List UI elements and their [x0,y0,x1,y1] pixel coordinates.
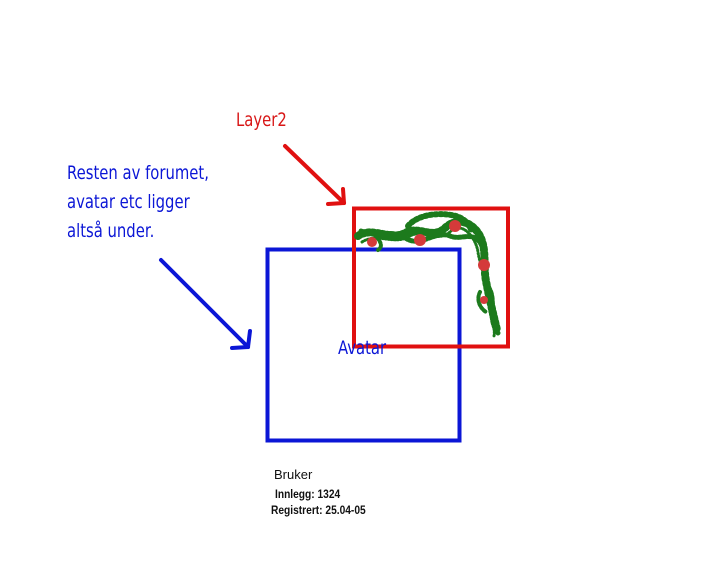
flower-garland-icon [354,211,501,338]
note-arrow [159,258,252,350]
layer2-label: Layer2 [236,109,287,131]
user-name: Bruker [274,467,313,482]
registration-date: Registrert: 25.04-05 [271,503,366,517]
note-line-3: altså under. [67,220,155,242]
post-count: Innlegg: 1324 [275,487,341,501]
avatar-label: Avatar [338,337,387,359]
note-line-2: avatar etc ligger [67,191,190,213]
layer2-box [352,206,510,349]
note-line-1: Resten av forumet, [67,162,209,184]
layer2-arrow [283,144,346,206]
